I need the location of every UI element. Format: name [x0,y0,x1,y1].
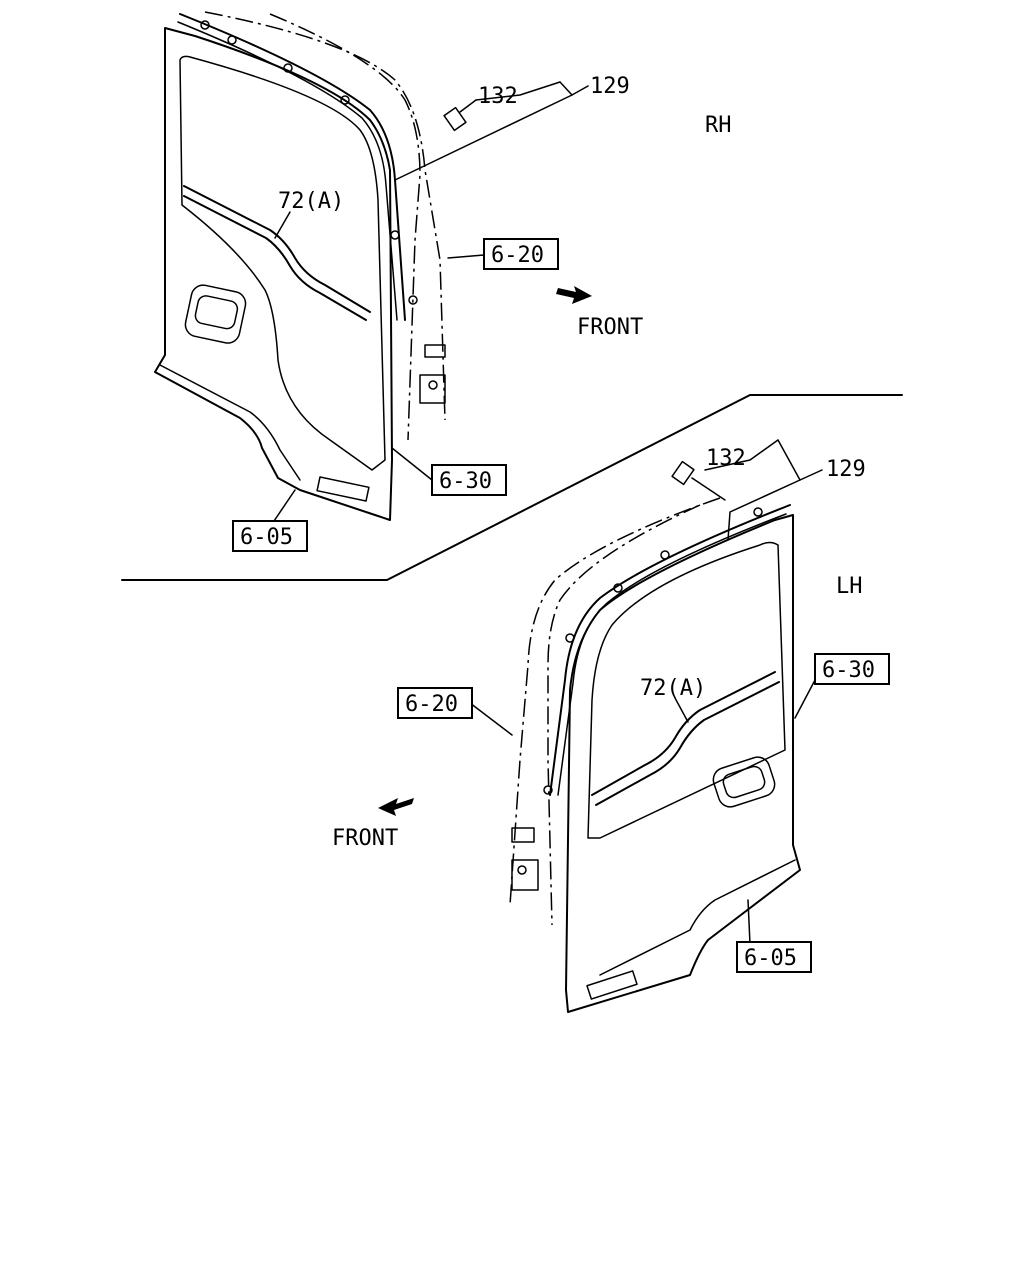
lh-door-panel [565,514,801,1013]
lh-door-inner-frame [587,541,786,839]
lh-bolt-132[interactable] [671,460,726,501]
rh-reflector [316,476,370,502]
rh-leader-6-05 [271,489,296,525]
lh-reflector [586,970,638,1000]
svg-text:6-30: 6-30 [822,658,875,683]
rh-leader-132 [475,81,561,101]
lh-ref-6-05[interactable]: 6-05 [736,941,812,973]
rh-door-handle-inner [194,295,239,330]
lh-leader-6-05 [747,899,751,945]
lh-leader-72a [674,697,689,723]
lh-clips [543,507,763,795]
lh-molding-72a-lower [595,681,780,806]
lh-part-129: 129 [826,457,866,482]
rh-hinge-brackets [419,344,446,404]
lh-body-dashed-outline [547,504,701,926]
lh-door-handle-inner [722,765,766,799]
rh-ref-6-30[interactable]: 6-30 [431,464,507,496]
rh-part-129: 129 [590,74,630,99]
rh-side-label: RH [705,113,732,138]
svg-text:6-20: 6-20 [491,243,544,268]
rh-weatherstrip-129[interactable] [179,13,406,321]
lh-leader-6-30 [794,679,816,719]
lh-bracket-129 [727,439,801,541]
rh-front-arrow-icon [556,286,592,304]
lh-weatherstrip-129[interactable] [549,504,791,796]
lh-door-handle[interactable] [710,754,778,810]
rh-door-handle[interactable] [183,283,248,345]
rh-door-inner-frame [179,55,386,471]
rh-bolt-132[interactable] [443,99,477,132]
rh-ref-6-05[interactable]: 6-05 [232,520,308,552]
lh-view [378,439,823,1013]
svg-text:6-20: 6-20 [405,692,458,717]
rh-weatherstrip-129-inner [177,21,398,321]
svg-text:6-05: 6-05 [744,946,797,971]
svg-text:6-30: 6-30 [439,469,492,494]
rh-body-dashed-outline [269,13,421,441]
lh-door-dashed-outline [509,497,721,906]
lh-leader-6-20 [469,702,513,736]
svg-text:6-05: 6-05 [240,525,293,550]
lh-ref-6-30[interactable]: 6-30 [814,653,890,685]
rh-view [154,11,592,525]
rh-molding-72a[interactable] [183,185,371,313]
rh-ref-6-20[interactable]: 6-20 [483,238,559,270]
rh-leader-6-30 [391,447,433,481]
rh-part-72a: 72(A) [278,189,344,214]
lh-front-label: FRONT [332,826,398,851]
lh-leader-132 [704,439,779,471]
lh-part-132: 132 [706,446,746,471]
view-separator-line [121,394,903,581]
lh-front-arrow-icon [378,798,414,816]
lh-molding-72a[interactable] [591,671,776,796]
rh-molding-72a-lower [183,195,367,321]
rh-door-dashed-outline [204,11,446,421]
lh-ref-6-20[interactable]: 6-20 [397,687,473,719]
rh-door-panel [154,27,393,521]
rh-leader-6-20 [447,254,485,259]
rh-door-lower-line [159,364,301,481]
rh-front-label: FRONT [577,315,643,340]
lh-weatherstrip-129-inner [557,513,787,796]
lh-part-72a: 72(A) [640,676,706,701]
rh-leader-72a [274,211,291,239]
rh-leader-129 [571,85,589,96]
rh-part-132: 132 [478,84,518,109]
rh-clips [200,20,418,305]
lh-side-label: LH [836,574,863,599]
lh-leader-129 [799,469,823,481]
lh-hinge-brackets [511,827,539,891]
lh-door-lower-line [599,859,796,976]
